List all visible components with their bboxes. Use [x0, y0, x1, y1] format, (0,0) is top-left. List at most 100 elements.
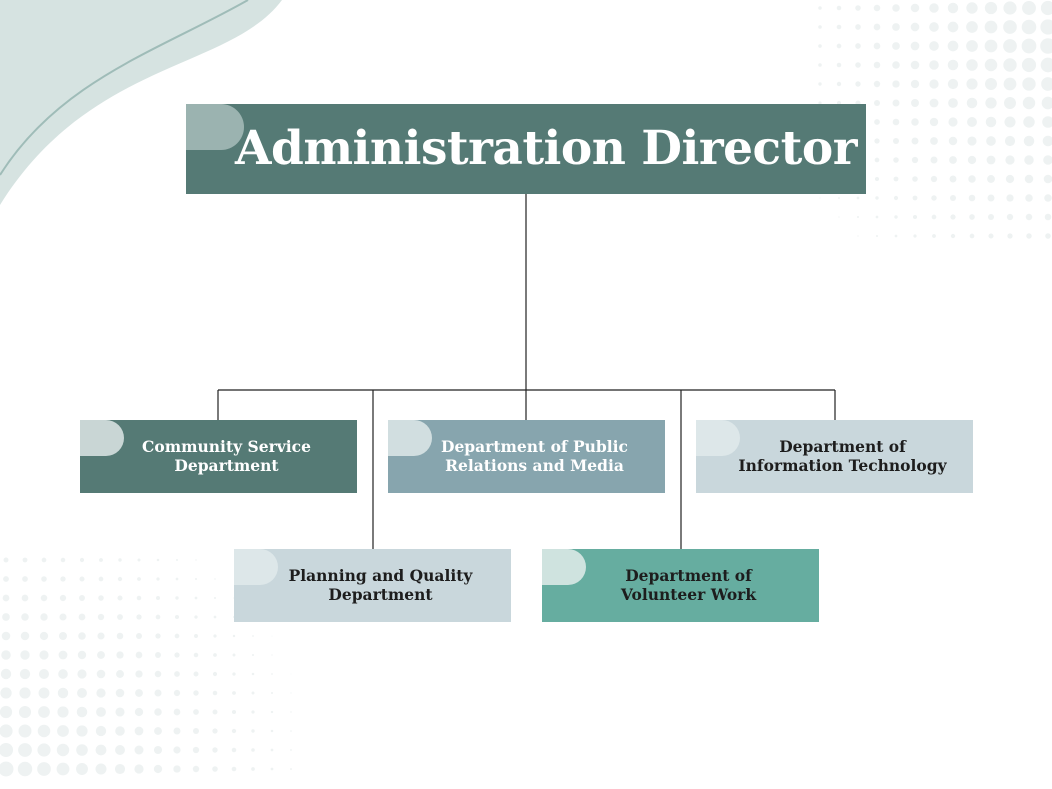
decor-dot [873, 4, 881, 12]
decor-dot [290, 711, 292, 713]
decor-dot [192, 746, 200, 754]
decor-dot [77, 669, 87, 679]
decor-dot [912, 214, 918, 220]
decor-dot [929, 117, 939, 127]
decor-dot [1021, 38, 1037, 54]
decor-dot [193, 690, 199, 696]
decor-dot [251, 710, 255, 714]
decor-dot [910, 3, 920, 13]
decor-dot [39, 631, 49, 641]
decor-dot [173, 689, 181, 697]
decor-dot [0, 668, 12, 680]
decor-dot [76, 763, 88, 775]
decor-dot [892, 61, 900, 69]
decor-dot [57, 687, 69, 699]
decor-dot [174, 652, 180, 658]
decor-dot [873, 99, 881, 107]
decor-dot [135, 651, 143, 659]
decor-dot [41, 576, 47, 582]
decor-dot [251, 672, 255, 676]
decor-dot [1004, 135, 1016, 147]
decor-dot [1022, 77, 1036, 91]
decor-dot [967, 117, 977, 127]
decor-dot [911, 118, 919, 126]
decor-dot [969, 233, 975, 239]
decor-dot [79, 576, 85, 582]
decor-dot [173, 746, 181, 754]
decor-dot [212, 690, 218, 696]
decor-dot [251, 767, 255, 771]
decor-dot [819, 197, 821, 199]
decor-dot [270, 767, 274, 771]
decor-dot [818, 25, 822, 29]
decor-dot [76, 725, 88, 737]
decor-dot [911, 99, 919, 107]
decor-dot [194, 634, 198, 638]
decor-dot [930, 156, 938, 164]
decor-dot [156, 558, 160, 562]
decor-dot [19, 687, 31, 699]
decor-dot [96, 669, 106, 679]
decor-dot [58, 650, 68, 660]
decor-dot [1, 631, 11, 641]
node-tab-decoration [186, 104, 244, 150]
decor-dot [154, 670, 162, 678]
decor-dot [137, 577, 141, 581]
decor-dot [232, 672, 236, 676]
decor-dot [966, 2, 978, 14]
decor-dot [818, 44, 822, 48]
decor-dot [875, 215, 879, 219]
decor-dot [818, 82, 822, 86]
decor-dot [20, 650, 30, 660]
decor-dot [18, 724, 32, 738]
decor-dot [212, 671, 218, 677]
decor-dot [155, 633, 161, 639]
decor-dot [873, 42, 881, 50]
decor-dot [77, 688, 87, 698]
decor-dot [874, 157, 880, 163]
decor-dot [37, 762, 51, 776]
decor-dot [192, 765, 200, 773]
decor-dot [987, 175, 995, 183]
decor-dot [212, 709, 218, 715]
decor-dot [1003, 77, 1017, 91]
decor-dot [856, 196, 860, 200]
decor-dot [836, 24, 842, 30]
decor-dot [154, 708, 162, 716]
decor-dot [969, 214, 975, 220]
decor-dot [134, 707, 144, 717]
decor-dot [876, 235, 878, 237]
decor-dot [838, 216, 840, 218]
decor-dot [967, 136, 977, 146]
decor-dot [1022, 96, 1036, 110]
decor-dot [3, 576, 9, 582]
decor-dot [212, 766, 218, 772]
decor-dot [874, 176, 880, 182]
decor-dot [58, 669, 68, 679]
decor-dot [37, 743, 51, 757]
decor-dot [930, 175, 938, 183]
decor-dot [59, 613, 67, 621]
decor-dot [137, 558, 141, 562]
node-community-service: Community Service Department [80, 420, 357, 493]
decor-dot [270, 691, 274, 695]
decor-dot [857, 216, 859, 218]
decor-dot [912, 176, 918, 182]
decor-dot [911, 156, 919, 164]
decor-dot [252, 635, 254, 637]
decor-dot [929, 41, 939, 51]
decor-dot [96, 707, 106, 717]
decor-dot [78, 632, 86, 640]
node-tab-decoration [388, 420, 432, 456]
decor-dot [1024, 155, 1034, 165]
decor-dot [1042, 135, 1052, 147]
decor-dot [2, 594, 10, 602]
decor-dot [986, 155, 996, 165]
decor-dot [950, 233, 956, 239]
decor-dot [212, 747, 218, 753]
decor-dot [40, 594, 48, 602]
decor-dot [153, 745, 163, 755]
decor-dot [836, 5, 842, 11]
corner-wave-shape [0, 0, 282, 205]
